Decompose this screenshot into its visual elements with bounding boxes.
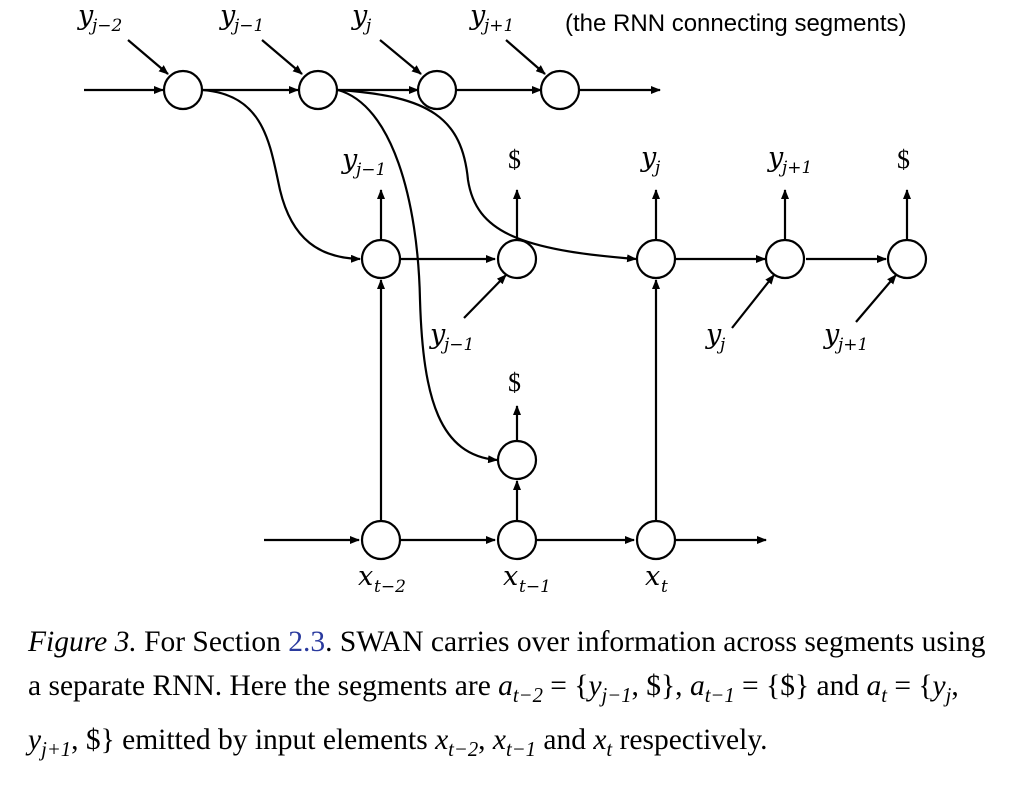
top-input-arrow-4	[505, 39, 546, 75]
top-input-arrow-3	[379, 39, 422, 75]
svg-text:j−1: j−1	[352, 160, 386, 180]
math-a-t-2: at−2	[498, 670, 543, 707]
top-rnn-node-3	[416, 69, 458, 111]
segment-input-label-y-j: y j	[705, 319, 726, 355]
math-a-t: at	[866, 670, 887, 707]
svg-text:y: y	[767, 142, 784, 173]
svg-text:j: j	[651, 158, 661, 178]
top-label-y-j: y j	[351, 0, 372, 36]
segment-3-node-3	[886, 238, 928, 280]
segment-input-label-y-j+1: y j+1	[823, 319, 868, 355]
output-label-y-j: y j	[640, 142, 661, 178]
swan-diagram: (the RNN connecting segments) y j−2 y j−…	[77, 0, 928, 597]
top-rnn-node-2	[297, 69, 339, 111]
curve-to-segment-3	[337, 88, 637, 263]
caption-comma-2: ,	[478, 723, 493, 756]
svg-text:x: x	[503, 561, 518, 592]
svg-text:y: y	[640, 142, 657, 173]
math-y-j+1: yj+1	[28, 723, 72, 761]
svg-text:x: x	[358, 561, 373, 592]
svg-text:y: y	[469, 0, 486, 31]
caption-eq-1: = {	[542, 670, 589, 702]
top-label-y-j-2: y j−2	[77, 0, 122, 36]
input-node-x-t-1	[496, 519, 538, 561]
caption-set-1-rest: , $},	[631, 670, 690, 702]
segment-2-node	[496, 439, 538, 481]
segment-1-node-2	[496, 238, 538, 280]
caption-comma-1: ,	[951, 670, 959, 702]
segment-1-node-1	[360, 238, 402, 280]
segment-input-arrow-1	[463, 274, 507, 319]
segment-input-arrow-2	[731, 274, 775, 329]
input-node-x-t-2	[360, 519, 402, 561]
svg-text:j−2: j−2	[88, 16, 122, 36]
caption-text-1: For Section	[136, 626, 289, 658]
caption-eq-2: = {$} and	[734, 670, 867, 702]
input-node-x-t	[635, 519, 677, 561]
figure-caption: Figure 3. For Section 2.3. SWAN carries …	[28, 620, 1003, 772]
rnn-header-note: (the RNN connecting segments)	[565, 10, 906, 37]
top-label-y-j+1: y j+1	[469, 0, 514, 36]
section-link[interactable]: 2.3	[288, 626, 326, 658]
top-rnn-node-1	[162, 69, 204, 111]
bottom-label-x-t-1: x t−1	[503, 561, 551, 597]
svg-text:t−1: t−1	[519, 577, 551, 597]
output-label-dollar-2: $	[897, 145, 910, 174]
segment-3-node-1	[635, 238, 677, 280]
curve-to-segment-2	[337, 88, 498, 464]
output-label-y-j+1: y j+1	[767, 142, 812, 178]
top-input-arrow-1	[127, 39, 169, 75]
math-x-t-1: xt−1	[492, 723, 536, 761]
lower-output-label-dollar: $	[508, 368, 521, 397]
svg-text:y: y	[705, 319, 722, 350]
svg-text:y: y	[77, 0, 94, 31]
svg-text:j+1: j+1	[834, 335, 868, 355]
svg-text:j−1: j−1	[230, 16, 264, 36]
svg-text:x: x	[645, 561, 660, 592]
math-x-t-2: xt−2	[435, 723, 479, 761]
math-y-j-1: yj−1	[588, 670, 632, 707]
curve-to-segment-1	[202, 88, 361, 263]
svg-text:y: y	[219, 0, 236, 31]
bottom-label-x-t-2: x t−2	[358, 561, 406, 597]
math-a-t-1: at−1	[689, 670, 735, 707]
svg-text:j+1: j+1	[778, 158, 812, 178]
svg-text:j: j	[716, 335, 726, 355]
svg-text:y: y	[429, 319, 446, 350]
svg-text:y: y	[351, 0, 368, 31]
math-x-t: xt	[593, 723, 613, 761]
bottom-label-x-t: x t	[645, 561, 668, 597]
top-input-arrow-2	[261, 39, 303, 75]
svg-text:y: y	[823, 319, 840, 350]
svg-text:j+1: j+1	[480, 16, 514, 36]
svg-text:t−2: t−2	[374, 577, 406, 597]
segment-input-arrow-3	[855, 274, 897, 323]
caption-eq-3: = {	[886, 670, 933, 702]
segment-3-node-2	[764, 238, 806, 280]
svg-text:t: t	[661, 577, 668, 597]
output-label-dollar-1: $	[508, 145, 521, 174]
svg-text:j−1: j−1	[440, 335, 474, 355]
caption-end: respectively.	[612, 723, 768, 756]
output-label-y-j-1: y j−1	[341, 144, 386, 180]
caption-text-2: . SWAN carries over information across s…	[28, 626, 986, 702]
segment-input-label-y-j-1: y j−1	[429, 319, 474, 355]
caption-set-3-rest: , $} emitted by input elements	[71, 723, 436, 756]
svg-text:j: j	[362, 16, 372, 36]
top-rnn-node-4	[539, 69, 581, 111]
math-y-j: yj	[932, 670, 952, 707]
top-label-y-j-1: y j−1	[219, 0, 264, 36]
caption-and: and	[535, 723, 594, 756]
svg-text:y: y	[341, 144, 358, 175]
figure-label: Figure 3.	[28, 626, 137, 658]
